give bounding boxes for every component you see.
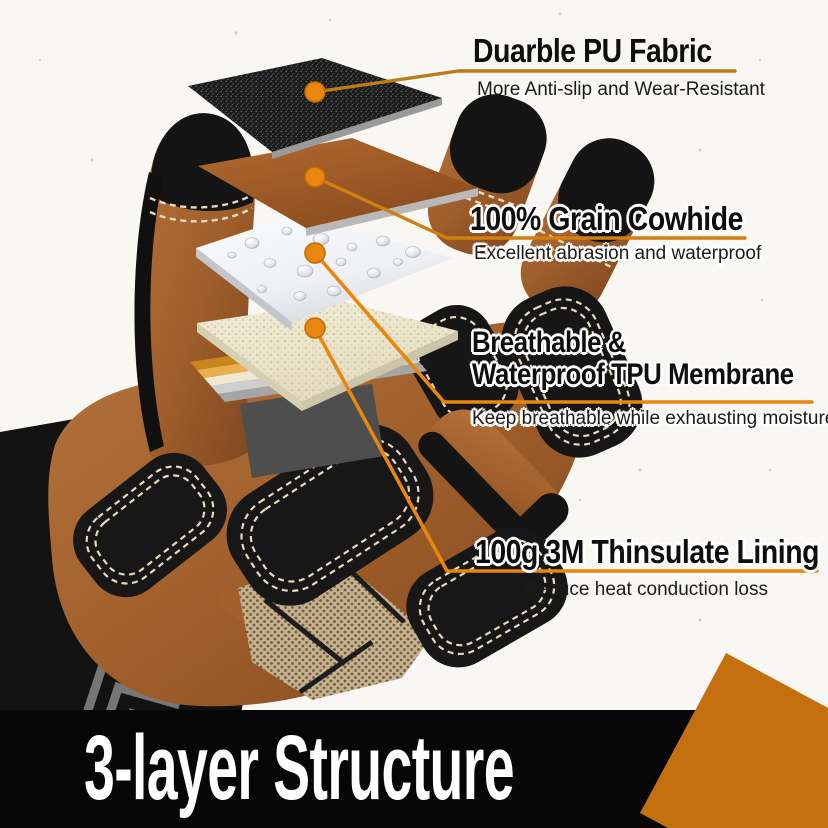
- callout-title-pu-fabric: Duarble PU Fabric: [473, 32, 712, 69]
- banner-title: 3-layer Structure: [84, 716, 515, 819]
- tpu-membrane-sheet: [196, 214, 452, 331]
- callout-title-tpu-membrane: Breathable &Waterproof TPU Membrane: [472, 326, 794, 391]
- bottom-banner: 3-layer Structure: [0, 710, 828, 828]
- callout-title-cowhide: 100% Grain Cowhide: [470, 200, 743, 237]
- callout-subtitle-pu-fabric: More Anti-slip and Wear-Resistant: [477, 79, 765, 100]
- dark-membrane-slab: [240, 384, 384, 478]
- glove-thumb-tip: [150, 113, 255, 212]
- callout-subtitle-tpu-membrane: Keep breathable while exhausting moistur…: [472, 408, 828, 429]
- leader-dots: [304, 81, 326, 339]
- water-droplets: [227, 226, 421, 301]
- callout-subtitle-thinsulate: Reduce heat conduction loss: [524, 579, 768, 600]
- knuckle-pad-center: [226, 424, 434, 606]
- thumb-stitching: [149, 193, 253, 223]
- glove-index-finger: [427, 94, 547, 255]
- callout-title-thinsulate: 100g 3M Thinsulate Lining: [475, 533, 820, 570]
- knuckle-pad-left: [73, 452, 227, 598]
- glove-thumb-edge: [134, 172, 164, 452]
- glove-illustration: [0, 94, 655, 776]
- callout-leader-lines: [304, 69, 819, 573]
- knuckle-pad-upper: [501, 286, 643, 458]
- callout-subtitle-cowhide: Excellent abrasion and waterproof: [474, 243, 762, 264]
